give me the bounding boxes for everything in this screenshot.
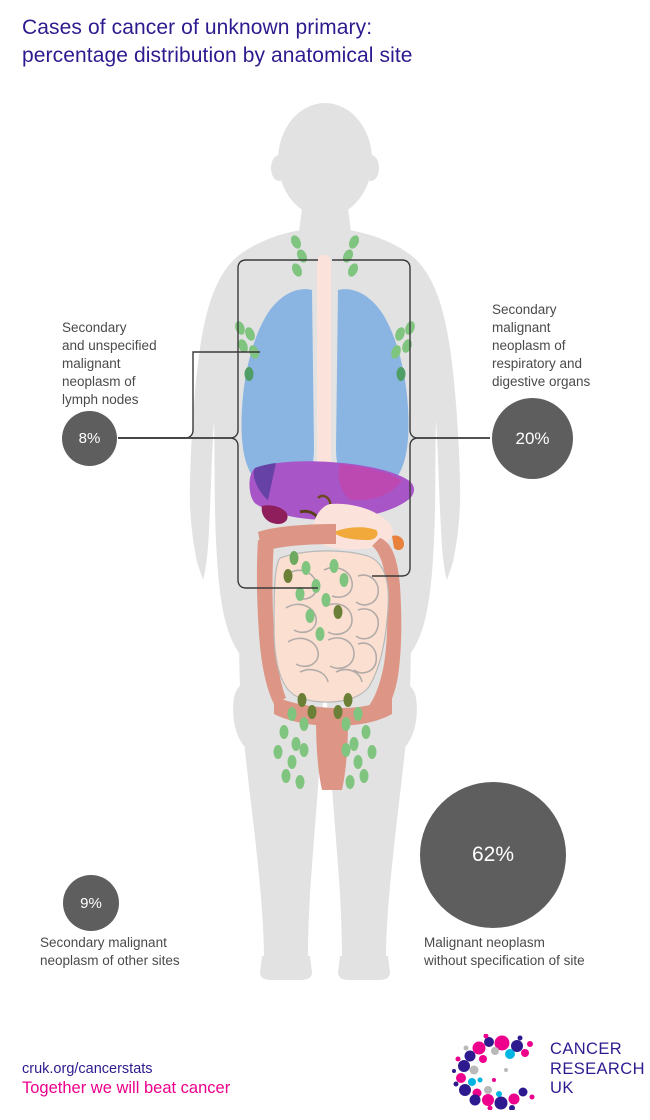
callout-label-other-sites: Secondary malignant neoplasm of other si… — [40, 935, 180, 968]
cruk-wordmark: CANCER RESEARCH UK — [550, 1040, 645, 1097]
callout-label-respiratory-digestive: Secondary malignant neoplasm of respirat… — [492, 302, 591, 389]
percentage-bubble-respiratory-digestive: 20% — [492, 398, 573, 479]
footer-tagline: Together we will beat cancer — [22, 1079, 231, 1097]
page-title: Cases of cancer of unknown primary: perc… — [22, 16, 413, 67]
callout-label-unspecified-site: Malignant neoplasm without specification… — [424, 935, 585, 968]
percentage-bubble-lymph-nodes: 8% — [62, 411, 117, 466]
footer: cruk.org/cancerstats Together we will be… — [0, 1022, 650, 1120]
cancerstats-link[interactable]: cruk.org/cancerstats — [22, 1061, 153, 1077]
percentage-bubble-other-sites: 9% — [63, 875, 119, 931]
trachea-organ — [317, 255, 331, 475]
cruk-c-mark-icon — [452, 1033, 535, 1111]
cancer-research-uk-logo: CANCER RESEARCH UK — [450, 1033, 644, 1111]
callout-label-lymph-nodes: Secondary and unspecified malignant neop… — [62, 320, 157, 407]
percentage-bubble-unspecified-site: 62% — [420, 782, 566, 928]
